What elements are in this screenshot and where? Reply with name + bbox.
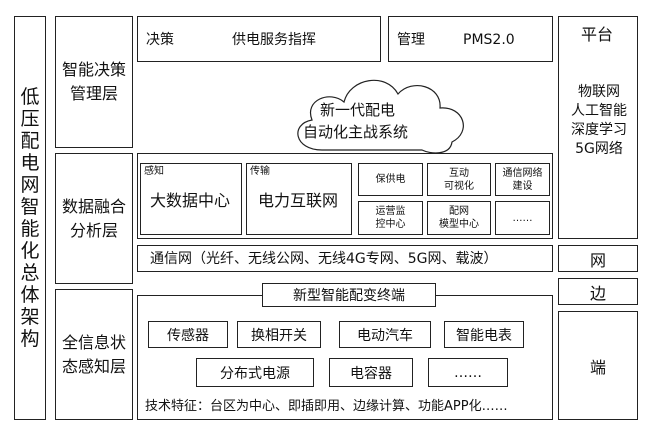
app-line1: 通信网络 <box>502 167 543 179</box>
data-layer-line1: 数据融合 <box>61 196 126 216</box>
title-char: 化 <box>20 240 40 262</box>
device-phase-switch: 换相开关 <box>237 321 321 348</box>
terminal-title: 新型智能配变终端 <box>293 288 405 304</box>
app-box-power-supply: 保供电 <box>358 163 423 196</box>
title-char: 架 <box>20 306 40 328</box>
cloud-shape <box>297 79 464 154</box>
device-label: 智能电表 <box>456 327 512 344</box>
device-label: 分布式电源 <box>220 365 290 382</box>
app-line2: 控中心 <box>375 219 406 230</box>
app-line2: 可视化 <box>444 180 474 192</box>
title-char: 电 <box>20 152 40 174</box>
title-char: 网 <box>20 174 40 196</box>
device-smart-meter: 智能电表 <box>444 321 524 348</box>
platform-title: 平台 <box>581 25 614 44</box>
app-box-operation-monitor: 运营监 控中心 <box>358 201 423 235</box>
decision-layer-line1: 智能决策 <box>61 60 126 79</box>
network-bar: 通信网（光纤、无线公网、无线4G专网、5G网、载波） <box>137 245 553 272</box>
transmission-label: 传输 <box>250 166 270 177</box>
app-box-network-model: 配网 模型中心 <box>427 201 491 235</box>
decision-layer-label: 智能决策 管理层 <box>55 16 133 148</box>
app-line1: 互动 <box>449 167 469 179</box>
terminal-title-box: 新型智能配变终端 <box>262 283 436 307</box>
device-capacitor: 电容器 <box>329 358 413 387</box>
decision-layer-line2: 管理层 <box>69 84 118 103</box>
title-char: 压 <box>20 108 40 130</box>
title-char: 体 <box>20 284 40 306</box>
platform-item: 5G网络 <box>575 141 623 157</box>
cloud-line2: 自动化主战系统 <box>303 123 409 141</box>
title-char: 低 <box>20 86 40 108</box>
sense-layer-line2: 态感知层 <box>61 356 126 376</box>
platform-item: 深度学习 <box>571 122 627 138</box>
device-more: …… <box>428 358 508 387</box>
device-electric-vehicle: 电动汽车 <box>339 321 431 348</box>
edge-box: 边 <box>558 278 638 305</box>
network-bar-text: 通信网（光纤、无线公网、无线4G专网、5G网、载波） <box>150 251 498 267</box>
management-title: PMS2.0 <box>463 32 515 48</box>
title-char: 智 <box>20 196 40 218</box>
platform-box: 平台 物联网 人工智能 深度学习 5G网络 <box>558 16 638 239</box>
net-box: 网 <box>558 245 638 272</box>
edge-label: 边 <box>589 283 606 303</box>
perception-label: 感知 <box>144 166 164 177</box>
data-layer-line2: 分析层 <box>69 220 118 240</box>
device-label: 电容器 <box>350 365 392 382</box>
decision-box: 决策 供电服务指挥 <box>137 16 381 62</box>
perception-box: 感知 大数据中心 <box>140 163 242 235</box>
management-box: 管理 PMS2.0 <box>388 16 553 62</box>
architecture-title-box: 低 压 配 电 网 智 能 化 总 体 架 构 <box>14 16 46 420</box>
tech-features: 技术特征：台区为中心、即插即用、边缘计算、功能APP化…… <box>145 399 508 414</box>
app-line1: 保供电 <box>375 174 406 185</box>
net-label: 网 <box>589 250 606 270</box>
app-box-more: …… <box>495 201 550 235</box>
platform-item: 物联网 <box>578 84 620 100</box>
platform-item: 人工智能 <box>571 103 627 119</box>
platform-items: 物联网 人工智能 深度学习 5G网络 <box>559 83 639 159</box>
decision-title: 供电服务指挥 <box>232 32 316 48</box>
device-label: 传感器 <box>167 327 209 344</box>
terminal-container <box>137 295 553 420</box>
app-box-interactive-visual: 互动 可视化 <box>427 163 491 196</box>
perception-title: 大数据中心 <box>150 191 231 210</box>
device-sensor: 传感器 <box>148 321 228 348</box>
title-char: 总 <box>20 262 40 284</box>
decision-label: 决策 <box>146 32 174 48</box>
app-line2: 建设 <box>512 180 533 192</box>
app-line1: 运营监 <box>375 206 406 217</box>
app-line1: 配网 <box>449 206 469 217</box>
device-label: 换相开关 <box>251 327 307 344</box>
cloud-line1: 新一代配电 <box>320 101 396 119</box>
end-label: 端 <box>589 357 606 377</box>
data-layer-label: 数据融合 分析层 <box>55 153 133 284</box>
app-line1: …… <box>512 212 533 224</box>
sense-layer-line1: 全信息状 <box>61 332 126 352</box>
transmission-box: 传输 电力互联网 <box>246 163 352 235</box>
app-box-comm-network: 通信网络 建设 <box>495 163 550 196</box>
device-label: 电动汽车 <box>357 327 413 344</box>
transmission-title: 电力互联网 <box>258 191 339 210</box>
title-char: 构 <box>20 328 40 350</box>
management-label: 管理 <box>397 32 425 48</box>
title-char: 能 <box>20 218 40 240</box>
device-label: …… <box>454 364 482 381</box>
end-box: 端 <box>558 311 638 420</box>
sense-layer-label: 全信息状 态感知层 <box>55 289 133 420</box>
app-line2: 模型中心 <box>439 219 479 230</box>
title-char: 配 <box>20 130 40 152</box>
device-distributed-power: 分布式电源 <box>196 358 314 387</box>
